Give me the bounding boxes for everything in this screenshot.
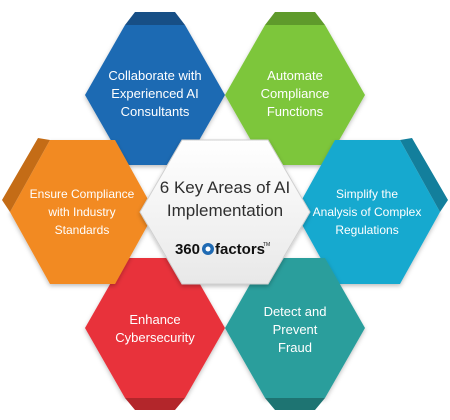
area-label-line: Functions <box>267 104 324 119</box>
area-hexagon-automate-shape <box>225 25 365 165</box>
area-hexagon-enhance: Enhance Cybersecurity <box>85 258 225 410</box>
area-hexagon-enhance-shape <box>85 258 225 398</box>
hexagon-edge-shade <box>400 138 448 212</box>
area-hexagon-ensure-shape <box>10 140 155 284</box>
area-label-line: Ensure Compliance <box>30 187 135 201</box>
area-label-line: Standards <box>55 223 110 237</box>
area-hexagon-simplify-shape <box>295 140 440 284</box>
logo-suffix: factors <box>215 241 265 258</box>
logo-trademark: TM <box>263 242 270 248</box>
area-hexagon-detect: Detect and Prevent Fraud <box>225 258 365 410</box>
hexagon-edge-shade <box>125 398 185 410</box>
area-hexagon-collaborate: Collaborate with Experienced AI Consulta… <box>85 12 225 165</box>
area-label-line: Experienced AI <box>111 86 198 101</box>
area-label-line: Prevent <box>273 322 318 337</box>
area-hexagon-collaborate-shape <box>85 25 225 165</box>
area-label-line: Detect and <box>264 304 327 319</box>
logo-prefix: 360 <box>175 241 200 258</box>
area-label-line: Fraud <box>278 340 312 355</box>
hexagon-edge-shade <box>125 12 185 25</box>
area-label-line: Compliance <box>261 86 330 101</box>
area-label-line: Consultants <box>121 104 190 119</box>
area-label-line: Analysis of Complex <box>313 205 422 219</box>
logo-mark-inner <box>205 246 211 252</box>
area-label-line: Simplify the <box>336 187 398 201</box>
center-hexagon: 6 Key Areas of AI Implementation 360 fac… <box>139 139 311 285</box>
area-label-line: Cybersecurity <box>115 330 195 345</box>
center-title-line: 6 Key Areas of AI <box>160 178 290 197</box>
center-title-line: Implementation <box>167 201 283 220</box>
area-hexagon-detect-shape <box>225 258 365 398</box>
area-hexagon-automate: Automate Compliance Functions <box>225 12 365 165</box>
hexagon-edge-shade <box>265 12 325 25</box>
area-label-line: with Industry <box>47 205 115 219</box>
area-hexagon-simplify: Simplify the Analysis of Complex Regulat… <box>295 138 448 284</box>
area-label-line: Enhance <box>129 312 180 327</box>
area-label-line: Regulations <box>335 223 398 237</box>
hexagon-edge-shade <box>265 398 325 410</box>
area-label-line: Collaborate with <box>108 68 201 83</box>
logo-360factors: 360 factors TM <box>175 241 270 258</box>
area-hexagon-ensure: Ensure Compliance with Industry Standard… <box>2 138 155 284</box>
area-label-line: Automate <box>267 68 323 83</box>
hexagon-edge-shade <box>2 138 50 212</box>
center-hexagon-shape <box>139 139 311 285</box>
